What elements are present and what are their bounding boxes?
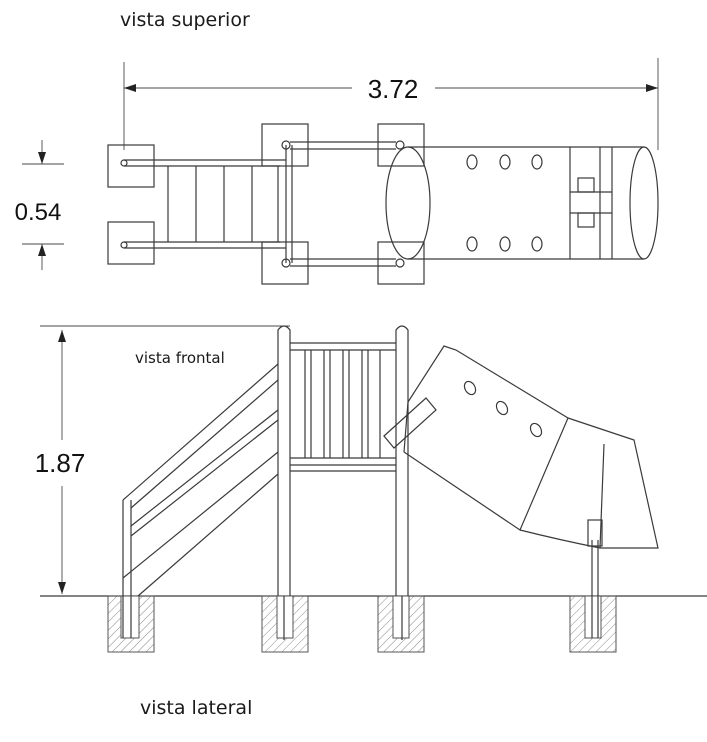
- length-value: 3.72: [368, 74, 419, 104]
- side-view-label: vista lateral: [140, 697, 252, 719]
- side-view-elevation: [40, 325, 707, 653]
- length-dimension: 3.72: [123, 58, 659, 150]
- height-value: 1.87: [35, 448, 86, 478]
- width-value: 0.54: [15, 199, 62, 226]
- width-dimension: 0.54: [15, 140, 64, 270]
- top-view-label: vista superior: [120, 9, 250, 31]
- front-view-label: vista frontal: [135, 349, 225, 367]
- top-view-plan: [107, 123, 659, 285]
- height-dimension: 1.87: [35, 325, 290, 594]
